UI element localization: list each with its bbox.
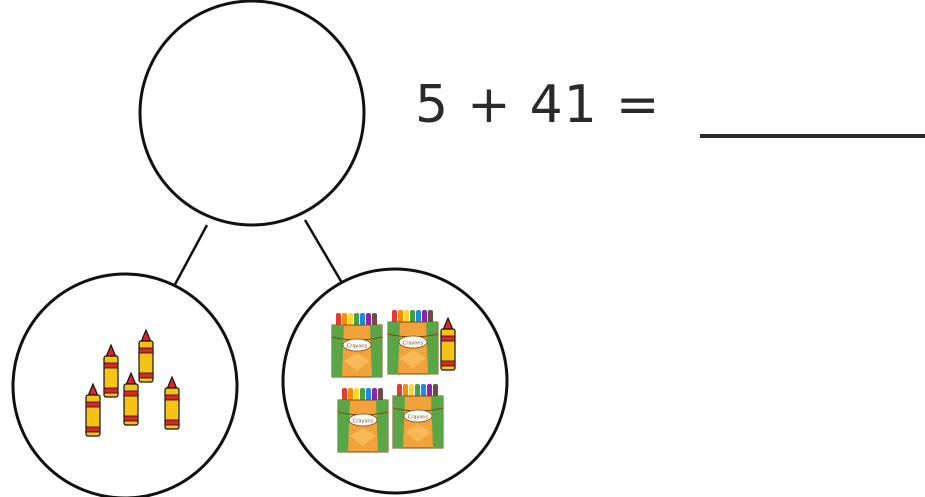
connector-left bbox=[170, 224, 209, 291]
connector-right bbox=[303, 219, 347, 289]
crayon-box-icon bbox=[337, 387, 389, 453]
crayon-box-icon bbox=[392, 383, 444, 449]
addend-1: 5 bbox=[415, 75, 450, 135]
equals-sign: = bbox=[615, 75, 661, 135]
whole-circle bbox=[138, 0, 366, 227]
addend-2: 41 bbox=[529, 75, 598, 135]
part-circle-right bbox=[281, 267, 509, 495]
equation: 5 + 41 = bbox=[415, 70, 925, 140]
plus-sign: + bbox=[467, 75, 512, 135]
answer-blank[interactable] bbox=[700, 84, 925, 138]
crayon-box-icon bbox=[387, 309, 439, 375]
crayon-box-icon bbox=[331, 312, 383, 378]
